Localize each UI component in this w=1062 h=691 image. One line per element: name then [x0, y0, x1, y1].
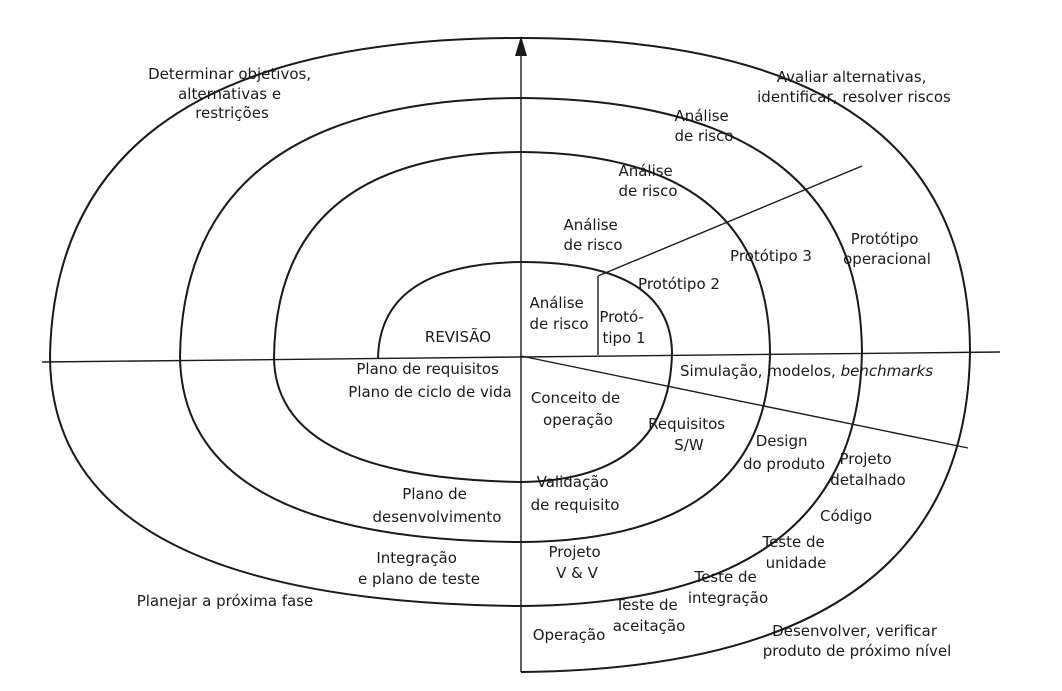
acceptance-test-label: Teste de aceitação [613, 596, 686, 635]
development-plan-label: Plano de desenvolvimento [373, 485, 502, 526]
risk-analysis-label: Análise de risco [529, 294, 588, 333]
validation-label: Validação de requisito [531, 473, 620, 514]
operation-label: Operação [533, 626, 606, 644]
prototype-1-label: Protó- tipo 1 [599, 308, 648, 347]
review-label: REVISÃO [425, 327, 491, 346]
concept-label: Conceito de operação [531, 389, 625, 429]
product-design-label: Design do produto [743, 432, 825, 473]
integration-test-label: Teste de integração [688, 568, 768, 607]
vv-project-label: Projeto V & V [548, 543, 605, 582]
quadrant-bottom-left: Planejar a próxima fase [137, 592, 314, 610]
operational-prototype-label: Protótipo operacional [843, 230, 931, 268]
detailed-design-label: Projeto detalhado [830, 450, 905, 489]
risk-analysis-label: Análise de risco [674, 107, 733, 145]
risk-analysis-label: Análise de risco [618, 162, 677, 200]
simulation-label: Simulação, modelos, benchmarks [680, 362, 933, 380]
axis-arrow-icon [515, 36, 527, 56]
spiral-outer [48, 36, 972, 673]
risk-divider-line [597, 165, 863, 277]
requirements-plan-label: Plano de requisitos Plano de ciclo de vi… [348, 360, 511, 401]
quadrant-bottom-right: Desenvolver, verificar produto de próxim… [763, 622, 952, 660]
prototype-3-label: Protótipo 3 [730, 247, 812, 265]
prototype-2-label: Protótipo 2 [638, 275, 720, 293]
spiral-third [178, 96, 864, 607]
integration-plan-label: Integração e plano de teste [358, 549, 480, 588]
spiral-second [272, 150, 772, 543]
risk-analysis-label: Análise de risco [563, 216, 622, 254]
engineering-divider-line [520, 355, 969, 449]
requirements-sw-label: Requisitos S/W [648, 415, 730, 454]
spiral-inner [377, 260, 674, 483]
unit-test-label: Teste de unidade [761, 533, 829, 572]
quadrant-top-left: Determinar objetivos, alternativas e res… [148, 65, 316, 122]
code-label: Código [820, 507, 872, 525]
quadrant-top-right: Avaliar alternativas, identificar, resol… [757, 68, 951, 106]
